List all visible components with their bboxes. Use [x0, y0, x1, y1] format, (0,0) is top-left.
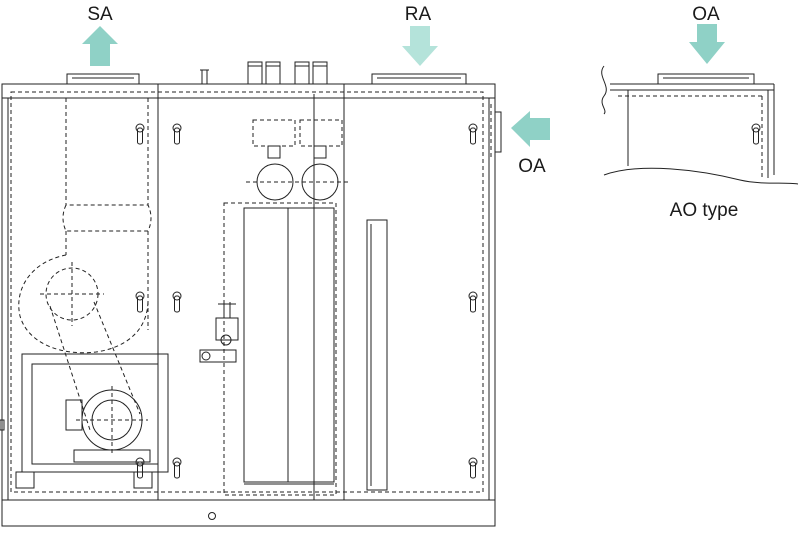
- outdoor-air-top-arrow-icon: [689, 24, 725, 64]
- return-air-label: RA: [405, 4, 432, 25]
- door-handle: [751, 123, 761, 145]
- supply-air-label: SA: [87, 4, 113, 25]
- door-handle: [468, 291, 478, 313]
- supply-air-arrow-icon: [82, 26, 118, 66]
- door-handle: [468, 457, 478, 479]
- door-handle: [172, 291, 182, 313]
- door-handle: [135, 123, 145, 145]
- outdoor-air-side-label: OA: [518, 156, 546, 177]
- coil-section: [199, 94, 348, 500]
- outdoor-air-top-label: OA: [692, 4, 720, 25]
- door-handle: [172, 123, 182, 145]
- door-handle: [172, 457, 182, 479]
- filter-section: [366, 219, 388, 491]
- door-handle: [135, 291, 145, 313]
- door-handle: [135, 457, 145, 479]
- return-air-arrow-icon: [402, 26, 438, 66]
- main-cabinet: [0, 83, 496, 527]
- outdoor-air-side-arrow-icon: [511, 111, 550, 147]
- variant-caption: AO type: [670, 200, 739, 221]
- top-fittings: [66, 61, 467, 85]
- door-handles: [135, 123, 761, 479]
- fan-section: [15, 98, 169, 489]
- ao-type-view: [601, 65, 799, 185]
- oa-intake-flange: [490, 104, 502, 160]
- door-handle: [468, 123, 478, 145]
